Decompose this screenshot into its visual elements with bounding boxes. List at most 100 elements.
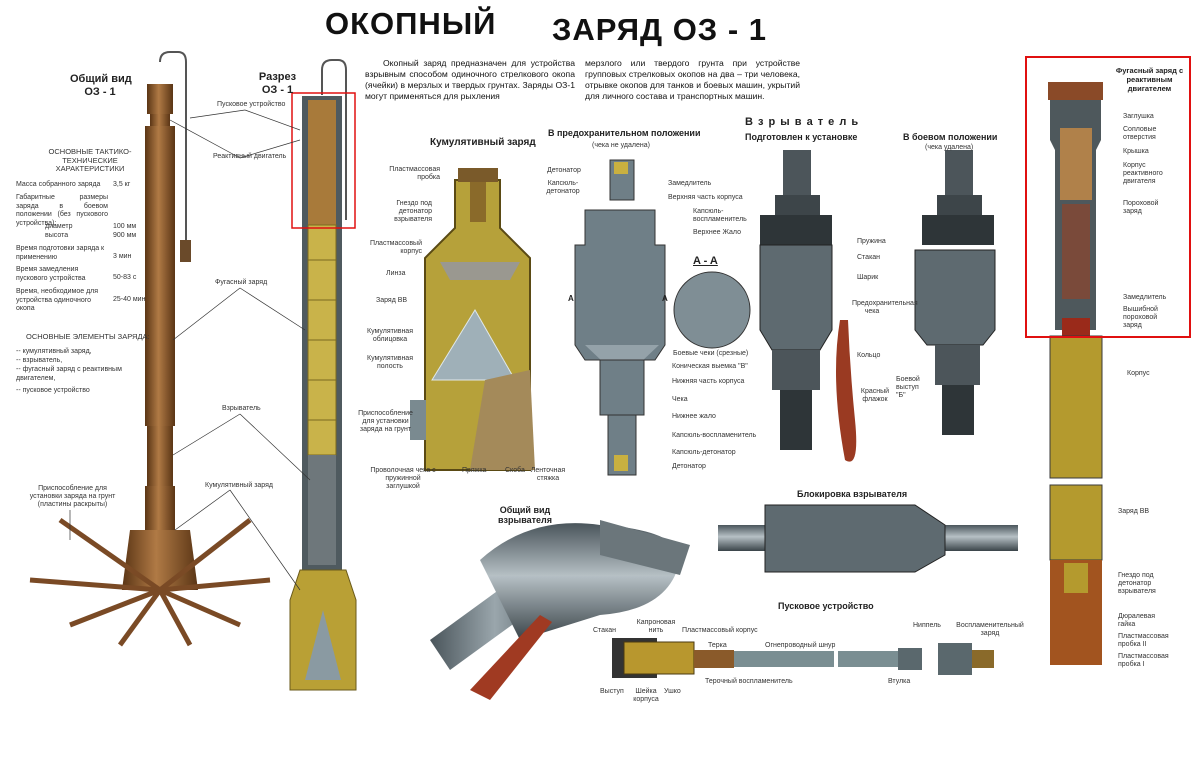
label-launcher: Пусковое устройство <box>217 101 286 108</box>
fuse-label: Боевые чеки (срезные) <box>673 350 749 357</box>
section-arrow-right: A <box>662 294 668 303</box>
launcher-label: Ниппель <box>913 622 941 629</box>
rocket-title: Фугасный заряд с реактивным двигателем <box>1115 66 1184 93</box>
title-part2: ЗАРЯД ОЗ - 1 <box>552 12 768 47</box>
cum-label: Кумулятивная полость <box>367 355 413 370</box>
fuse-safe-subtitle: (чека не удалена) <box>592 142 650 149</box>
fuse-label: Замедлитель <box>668 180 712 187</box>
fuse-label: Нижнее жало <box>672 413 716 420</box>
cumulative-charge-drawing <box>410 168 535 471</box>
fuse-label: Капсюль-воспламенитель <box>693 208 747 223</box>
fuse-label: Верхняя часть корпуса <box>668 194 743 201</box>
label-ground-device: Приспособление для установки заряда на г… <box>29 485 116 508</box>
fuse-label: Детонатор <box>547 167 581 174</box>
rocket-label: Корпус реактивного двигателя <box>1123 162 1163 185</box>
spec-label: высота <box>45 232 69 239</box>
cum-label: Пряжка <box>462 467 487 474</box>
label-rocket-engine: Реактивный двигатель <box>213 153 287 160</box>
cum-label: Приспособление для установки заряда на г… <box>358 410 413 433</box>
spec-value: 100 мм <box>113 223 137 230</box>
launcher-label: Пластмассовый корпус <box>682 627 758 634</box>
fuse-label: Предохранительная чека <box>852 300 918 315</box>
rocket-label: Пластмассовая пробка II <box>1118 633 1169 648</box>
cum-label: Линза <box>386 270 406 277</box>
description-col2: мерзлого или твердого грунта при устройс… <box>585 58 800 101</box>
launcher-label: Капроновая нить <box>636 619 676 634</box>
fuse-general-title: Общий вид взрывателя <box>498 505 552 525</box>
element-item: -- фугасный заряд с реактивным двигателе… <box>16 366 122 382</box>
spec-value: 25-40 мин <box>113 296 146 303</box>
launcher-label: Воспламенительный заряд <box>956 622 1024 637</box>
cum-label: Пластмассовый корпус <box>369 240 422 255</box>
element-item: -- пусковое устройство <box>16 387 90 394</box>
fuse-label: Красный флажок <box>860 388 890 403</box>
fuse-title: В з р ы в а т е л ь <box>745 116 860 128</box>
fuse-label: Шарик <box>857 274 879 281</box>
fuse-lock-title: Блокировка взрывателя <box>797 489 908 499</box>
spec-value: 50-83 с <box>113 274 137 281</box>
label-fuse: Взрыватель <box>222 405 261 412</box>
spec-value: 3 мин <box>113 253 132 260</box>
launcher-label: Шейка корпуса <box>633 688 659 703</box>
section-arrow-left: A <box>568 294 574 303</box>
rocket-label: Заглушка <box>1123 113 1154 120</box>
spec-value: 3,5 кг <box>113 181 131 188</box>
leader-lines <box>69 109 311 591</box>
section-view-charge <box>289 59 357 691</box>
spec-label: Время подготовки заряда к применению <box>16 245 105 261</box>
rocket-label: Крышка <box>1123 148 1149 155</box>
launcher-label: Терка <box>708 642 727 649</box>
rocket-label: Заряд ВВ <box>1118 508 1150 515</box>
elements-heading: ОСНОВНЫЕ ЭЛЕМЕНТЫ ЗАРЯДА: <box>26 332 150 341</box>
rocket-label: Дюралевая гайка <box>1118 613 1156 628</box>
cum-label: Ленточная стяжка <box>530 467 566 482</box>
element-item: -- кумулятивный заряд, <box>16 348 92 355</box>
section-mark: A - A <box>693 255 718 267</box>
fuse-label: Боевой выступ "Б" <box>896 376 920 399</box>
fuse-label: Пружина <box>857 238 886 245</box>
rocket-label: Гнездо под детонатор взрывателя <box>1118 572 1156 595</box>
fuse-label: Детонатор <box>672 463 706 470</box>
element-item: -- взрыватель, <box>16 357 63 364</box>
cum-label: Скоба <box>505 467 525 474</box>
spec-value: 900 мм <box>113 232 137 239</box>
spec-label: Время замедления пускового устройства <box>16 266 86 282</box>
fuse-label: Коническая выемка "В" <box>672 363 748 370</box>
rocket-label: Корпус <box>1127 370 1150 377</box>
fuse-label: Нижняя часть корпуса <box>672 378 745 385</box>
fuse-armed-subtitle: (чека удалена) <box>925 144 974 151</box>
launcher-title: Пусковое устройство <box>778 601 874 611</box>
launcher-label: Огнепроводный шнур <box>765 642 836 649</box>
rocket-label: Пластмассовая пробка I <box>1118 653 1169 668</box>
fuse-label: Капсюль-детонатор <box>546 180 580 195</box>
cum-label: Проволочная чека с пружинной заглушкой <box>370 467 436 490</box>
launcher-label: Терочный воспламенитель <box>705 678 793 685</box>
fuse-armed-title: В боевом положении <box>903 132 998 142</box>
rocket-label: Вышибной пороховой заряд <box>1123 306 1158 329</box>
highlight-box-section <box>291 92 356 229</box>
launcher-label: Втулка <box>888 678 911 685</box>
spec-label: Габаритные размеры заряда в боевом полож… <box>16 194 108 227</box>
title-part1: ОКОПНЫЙ <box>325 6 497 41</box>
label-cumulative: Кумулятивный заряд <box>205 482 273 489</box>
launcher-drawing <box>612 638 994 678</box>
cum-label: Пластмассовая пробка <box>389 166 440 181</box>
fuse-label: Капсюль-детонатор <box>672 449 736 456</box>
fuse-label: Капсюль-воспламенитель <box>672 432 757 439</box>
cumulative-title: Кумулятивный заряд <box>430 137 536 148</box>
rocket-charge-drawing <box>1048 82 1103 665</box>
rocket-label: Пороховой заряд <box>1123 200 1159 215</box>
spec-label: Время, необходимое для устройства одиноч… <box>16 288 99 312</box>
cum-label: Кумулятивная облицовка <box>367 328 413 343</box>
rocket-label: Замедлитель <box>1123 294 1167 301</box>
specs-heading: ОСНОВНЫЕ ТАКТИКО-ТЕХНИЧЕСКИЕ ХАРАКТЕРИСТ… <box>48 147 132 173</box>
fuse-label: Кольцо <box>857 352 881 359</box>
fuse-lock-drawing <box>718 504 1018 573</box>
label-blast-charge: Фугасный заряд <box>215 279 268 286</box>
fuse-label: Верхнее Жало <box>693 229 741 236</box>
launcher-label: Ушко <box>664 688 681 695</box>
